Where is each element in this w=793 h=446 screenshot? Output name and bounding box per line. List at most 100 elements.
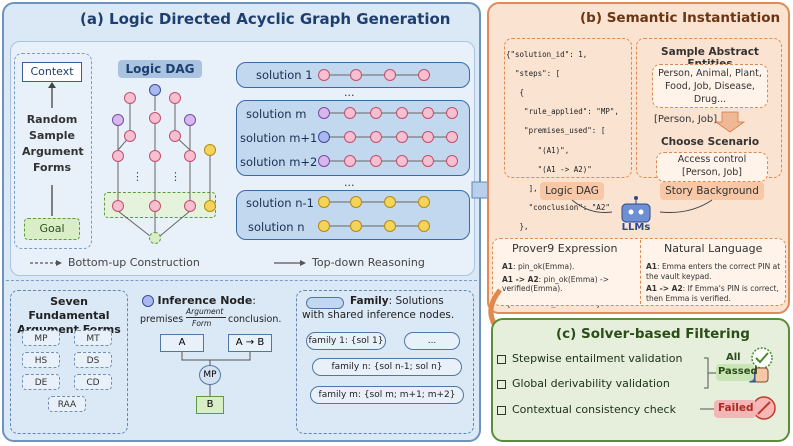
nl-a1-label: A1	[646, 262, 658, 271]
json-line: },	[506, 222, 529, 232]
scenario-line: [Person, Job]	[681, 167, 743, 178]
chain-node	[344, 155, 356, 167]
family-icon	[306, 297, 344, 309]
dag-node	[112, 150, 124, 162]
json-line: "(A1 -> A2)"	[506, 164, 592, 174]
solution-label: solution 1	[256, 68, 313, 82]
inference-arrow-line	[186, 317, 226, 318]
divider	[6, 280, 477, 281]
dag-node	[204, 144, 216, 156]
form-chip: RAA	[48, 396, 86, 412]
robot-eye	[628, 209, 634, 215]
json-line: "steps": [	[506, 68, 561, 78]
solutions-ellipsis: ...	[344, 176, 355, 189]
inference-edge	[181, 352, 211, 366]
form-chip: DE	[22, 374, 60, 390]
chain-node	[418, 220, 430, 232]
check-brace	[704, 357, 709, 389]
panel-c-title: (c) Solver-based Filtering	[556, 326, 750, 342]
top-down-legend: Top-down Reasoning	[312, 256, 425, 269]
story-background-chip: Story Background	[660, 182, 764, 200]
inference-colon: :	[252, 294, 257, 307]
chain-node	[318, 131, 330, 143]
dag-node	[124, 130, 136, 142]
form-chip: HS	[22, 352, 60, 368]
json-line: {"solution_id": 1,	[506, 49, 588, 59]
check-item-stepwise: Stepwise entailment validation	[497, 352, 682, 365]
family-chip: family n: {sol n-1; sol n}	[312, 358, 462, 376]
panel-b-title: (b) Semantic Instantiation	[580, 10, 781, 26]
failed-stamp-icon	[752, 396, 776, 420]
random-sample-argument-forms: Random Sample Argument Forms	[22, 112, 84, 176]
dag-edge	[159, 210, 191, 237]
prover9-a1-label: A1	[502, 262, 514, 271]
chain-node	[384, 196, 396, 208]
chain-node	[446, 107, 458, 119]
entities-line: Drug...	[693, 94, 727, 105]
json-line: "(A1)",	[506, 145, 570, 155]
solution-label: solution m+2	[240, 155, 318, 169]
expression-box	[492, 238, 786, 306]
dag-node	[112, 114, 124, 126]
nl-a2-text: : If Emma's PIN is correct, then Emma is…	[646, 284, 779, 303]
chain-node	[418, 196, 430, 208]
dag-ellipsis: ⋮	[170, 170, 181, 183]
dag-node	[149, 84, 161, 96]
expression-divider	[640, 240, 641, 304]
chain-node	[344, 131, 356, 143]
dag-to-llm-edge	[571, 199, 613, 213]
chain-node	[350, 220, 362, 232]
family-title-row: Family: Solutions	[350, 295, 444, 307]
solution-label: solution m	[246, 107, 307, 121]
entities-line: Person, Animal, Plant,	[658, 68, 762, 79]
chain-node	[422, 107, 434, 119]
chain-node	[370, 107, 382, 119]
json-line: "conclusion": "A2"	[506, 203, 610, 213]
dag-node	[169, 92, 181, 104]
prover9-expressions: A1: pin_ok(Emma). A1 -> A2: pin_ok(Emma)…	[502, 262, 636, 294]
dag-node	[149, 200, 161, 212]
checkbox-icon	[497, 405, 506, 415]
chain-node	[446, 131, 458, 143]
sampling-column	[14, 53, 92, 249]
chain-node	[318, 196, 330, 208]
checkbox-icon	[497, 379, 506, 389]
chain-node	[384, 220, 396, 232]
check-label: Stepwise entailment validation	[512, 352, 683, 365]
chain-node	[396, 131, 408, 143]
pass-badge-icon	[751, 347, 773, 369]
mp-node: MP	[199, 365, 221, 385]
chain-node	[318, 220, 330, 232]
inference-form-label: Form	[192, 319, 212, 328]
robot-antenna-tip	[634, 196, 638, 200]
llms-label: LLMs	[621, 222, 651, 233]
prover9-a2-label: A1 -> A2	[502, 274, 539, 284]
dag-node	[169, 130, 181, 142]
all-label: All	[726, 352, 741, 363]
family-chip: family m: {sol m; m+1; m+2}	[310, 386, 464, 404]
entities-list: Person, Animal, Plant, Food, Job, Diseas…	[652, 64, 768, 108]
solution-label: solution m+1	[240, 131, 318, 145]
chain-node	[350, 69, 362, 81]
dag-node	[184, 200, 196, 212]
solution-label: solution n	[248, 220, 305, 234]
prover9-line-a1: A1: pin_ok(Emma).	[502, 262, 636, 272]
json-line: ],	[506, 183, 538, 193]
nl-a2-label: A1 -> A2	[646, 284, 683, 293]
chain-node	[344, 107, 356, 119]
json-box	[504, 38, 632, 178]
dag-node	[184, 150, 196, 162]
form-chip: MT	[74, 330, 112, 346]
prover9-title: Prover9 Expression	[512, 242, 618, 255]
premise-a-box: A	[160, 334, 204, 352]
scenario-box: Access control [Person, Job]	[656, 152, 768, 182]
family-desc-1: : Solutions	[388, 295, 444, 307]
chain-node	[396, 107, 408, 119]
inference-conclusion: conclusion.	[228, 314, 282, 325]
chain-node	[350, 196, 362, 208]
